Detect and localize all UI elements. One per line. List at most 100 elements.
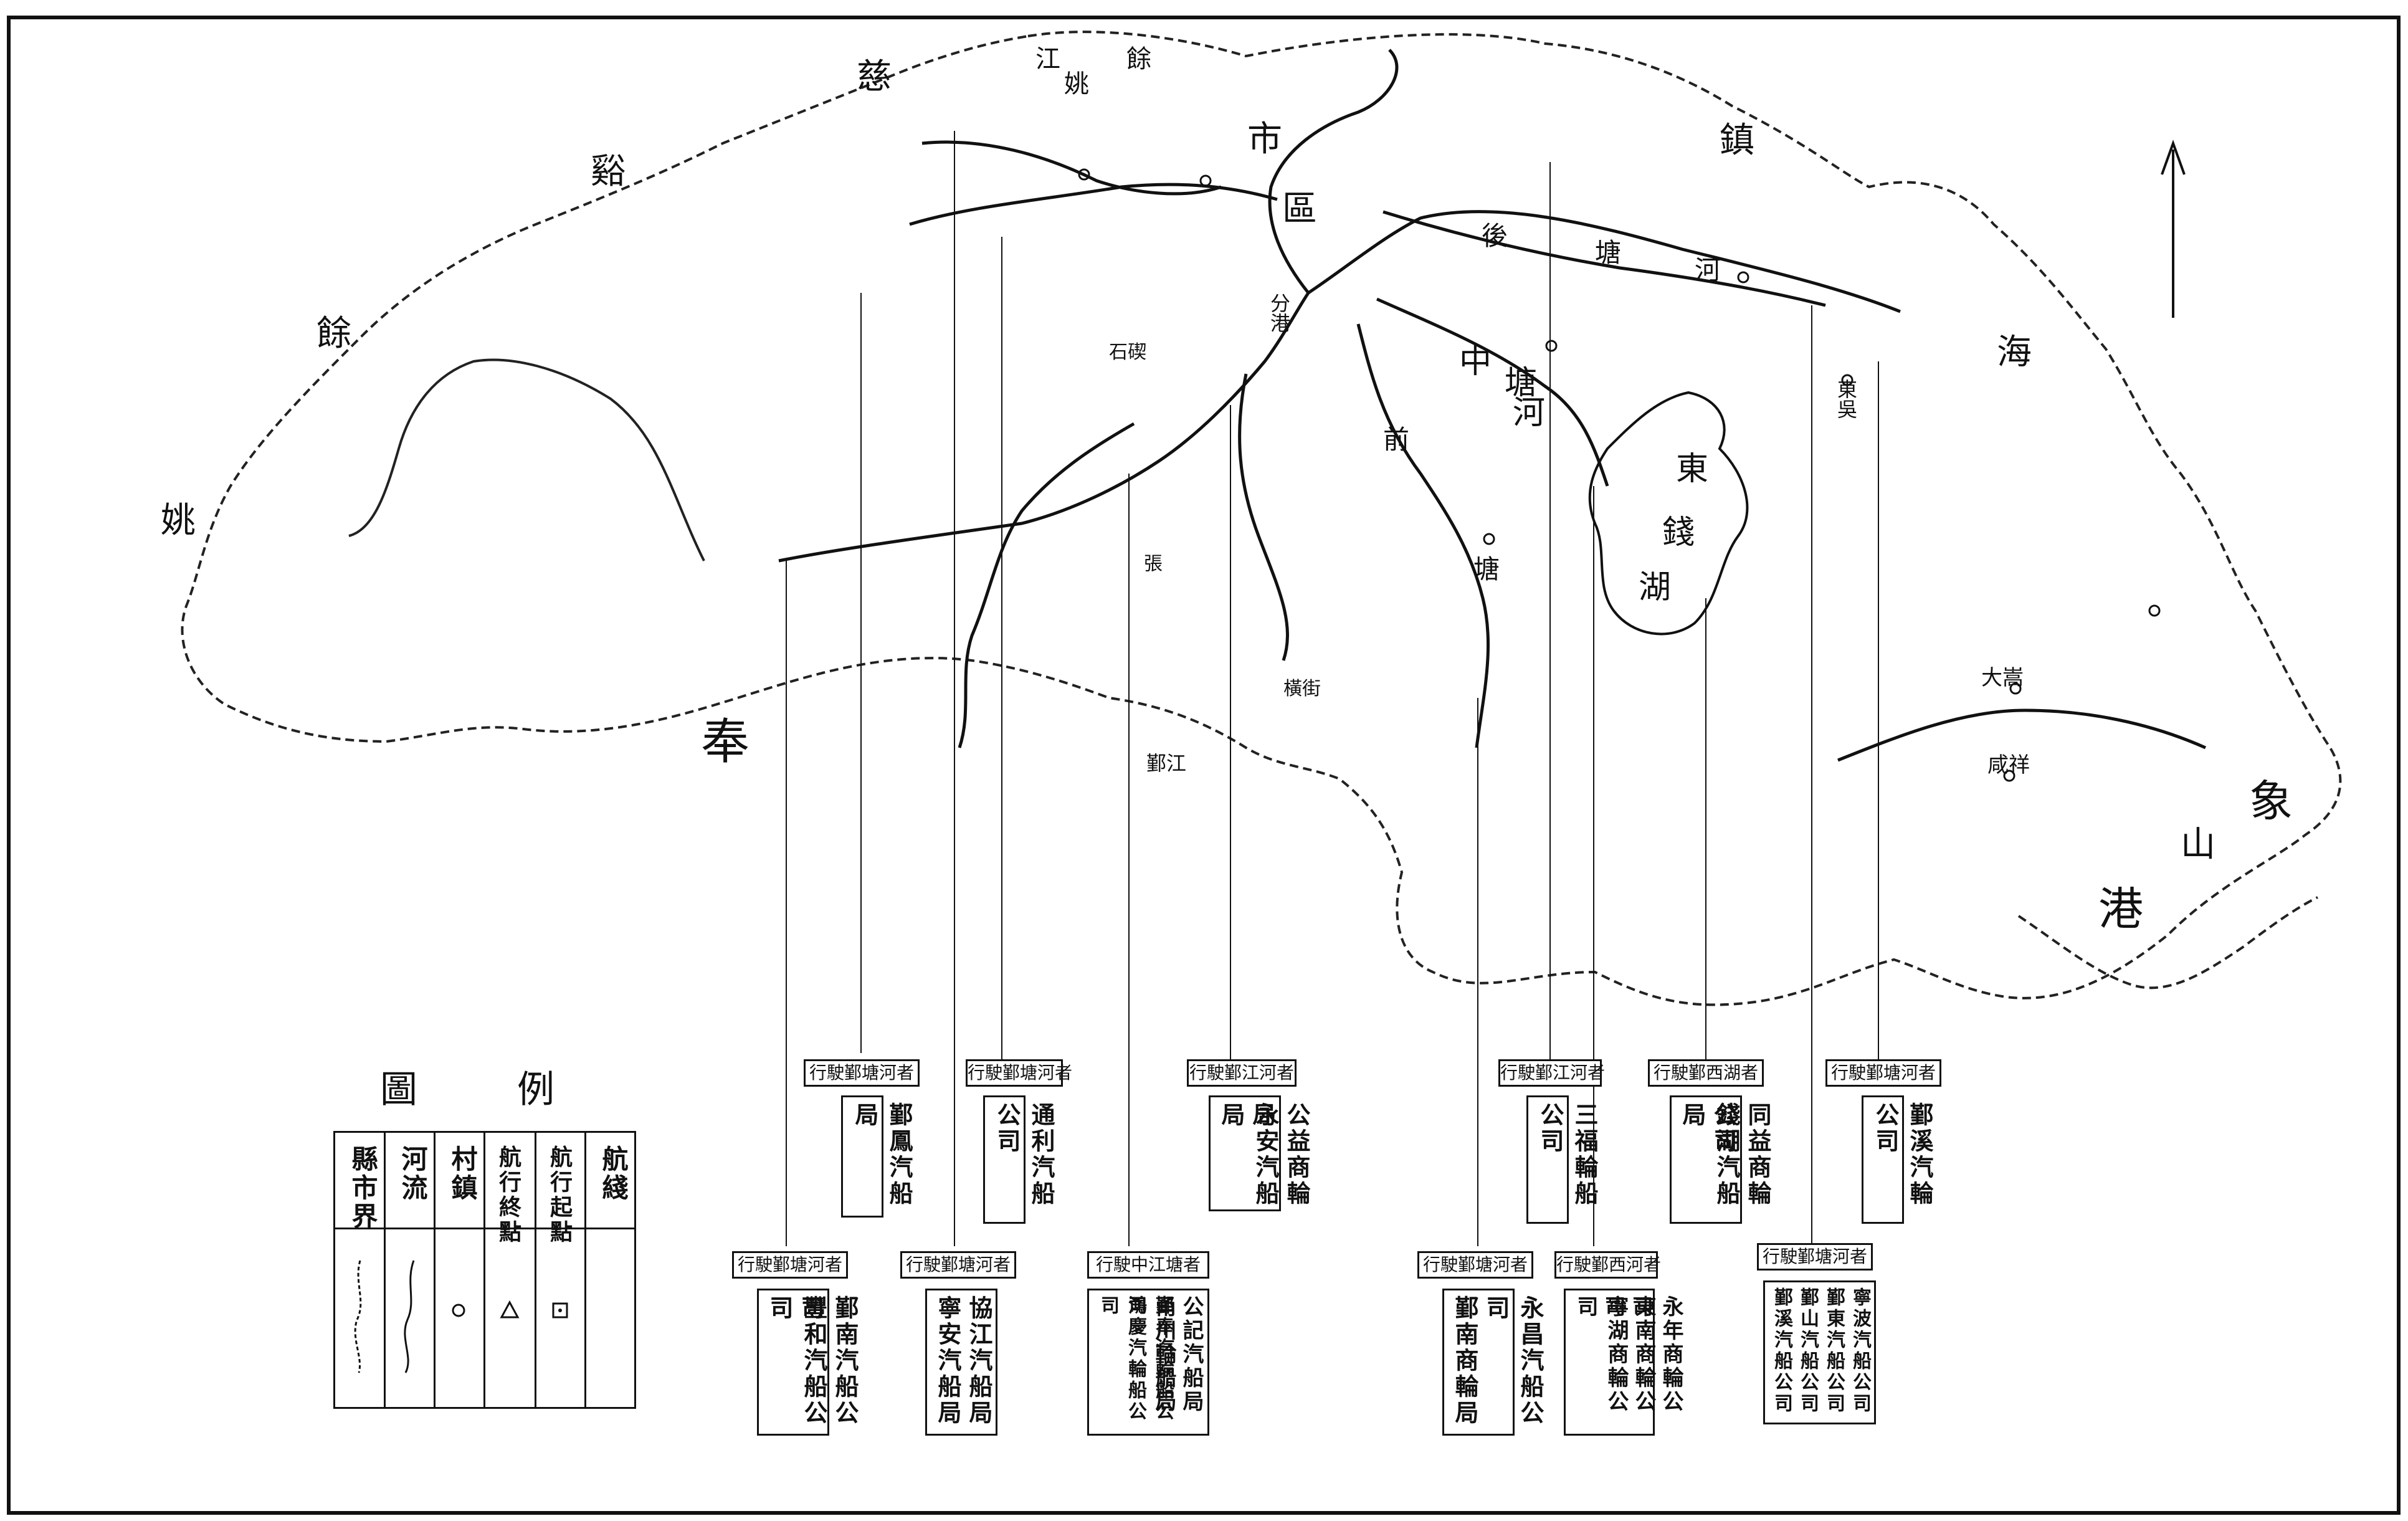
company-name: 永年商輪公司 [1628,1295,1683,1414]
county-boundary [181,31,2342,1006]
boundary-line-icon [354,1260,362,1373]
company-header: 行駛中江塘者 [1087,1251,1209,1279]
label-he: 河 [1695,255,1721,285]
company-name: 寧波汽船公司 [1849,1287,1871,1414]
label-yinjiang: 鄞江 [1146,751,1187,775]
label-qian-lake: 錢 [1662,514,1695,551]
company-header: 行駛鄞塘河者 [732,1251,848,1279]
north-arrow [2161,140,2186,318]
label-yu-top: 餘 [1126,45,1151,74]
company-box: 公益商輪局 永安汽船局 [1209,1095,1311,1211]
river-line-icon [404,1260,415,1373]
company-header: 行駛鄞江河者 [1187,1059,1297,1087]
west-basin-boundary [348,358,705,561]
company-name: 鴻慶汽輪船公司 [1097,1295,1146,1423]
legend-label: 航行終點 [495,1145,521,1245]
legend-label: 航行起點 [546,1145,573,1245]
nantang-river [1238,373,1289,661]
label-jiang: 江 [1035,45,1060,74]
river-network [778,49,2207,762]
ci-river [921,140,1222,196]
label-dasong: 大嵩 [1981,665,2024,690]
label-xianxiang: 咸祥 [1987,753,2030,778]
yuyao-river [778,292,1310,563]
company-name: 鄞東汽船公司 [1823,1287,1845,1414]
map-frame [7,16,2401,1515]
xiangshan-boundary [2017,896,2318,989]
label-zhangao: 張 [1140,553,1162,572]
company-header: 行駛鄞塘河者 [1757,1243,1873,1271]
legend-title-right: 例 [517,1068,558,1112]
label-shi: 市 [1247,119,1282,160]
company-name: 同益商輪公司 [1710,1102,1772,1207]
label-xi: 谿 [591,151,626,192]
company-name: 甬川輪船局 [1151,1295,1176,1414]
company-header: 行駛鄞塘河者 [804,1059,920,1087]
route-lines [786,131,1879,1246]
company-name: 鄞奉汽輪船公司 [1125,1295,1174,1423]
zhongtang-river [1376,297,1609,487]
company-name: 永安汽船局 [1217,1102,1280,1207]
label-hai: 海 [1997,332,2032,373]
qiantang-river [1356,323,1490,748]
company-name: 鄞南汽船公司 [797,1295,859,1426]
company-name: 錢湖汽船局 [1678,1102,1741,1207]
company-header: 行駛鄞西湖者 [1648,1059,1764,1087]
company-name: 通利汽船公司 [993,1102,1055,1207]
north-river [1268,49,1399,294]
legend-label: 村鎮 [447,1145,478,1203]
legend-title-left: 圖 [380,1068,421,1112]
label-zhong: 中 [1459,343,1492,381]
company-box: 協江汽船局 寧安汽船局 [925,1289,997,1436]
square-dot-icon [552,1302,568,1318]
label-qu: 區 [1282,189,1317,229]
legend-col-route: 航綫 [584,1133,634,1407]
label-shan: 山 [2181,824,2215,865]
label-zhong-he: 河 [1513,394,1546,432]
company-box: 鄞鳳汽船局 [841,1095,913,1218]
legend-label: 航綫 [598,1145,629,1203]
company-box: 通利汽船公司 [983,1095,1055,1224]
label-dong-lake: 東 [1676,451,1709,488]
label-feng: 奉 [701,714,750,770]
label-hou: 後 [1482,221,1508,251]
label-yao-top: 姚 [1064,70,1089,98]
company-name: 鄞溪汽船公司 [1771,1287,1792,1414]
village-markers [1078,168,2161,782]
circle-icon [452,1304,465,1317]
label-tang: 塘 [1595,237,1622,268]
company-box: 永昌汽船公司 鄞南商輪局 [1442,1289,1544,1436]
label-zhen: 鎮 [1720,120,1754,161]
company-name: 公益商輪局 [1249,1102,1311,1207]
company-header: 行駛鄞塘河者 [1417,1251,1533,1279]
company-name: 鄞山汽船公司 [1797,1287,1819,1414]
company-name: 寧湖商輪公司 [1573,1295,1629,1414]
yinjiang-river [958,422,1135,748]
label-ci: 慈 [857,57,892,97]
company-box: 公記汽船局 甬川輪船局 鄞奉汽輪船公司 鴻慶汽輪船公司 [1087,1289,1209,1436]
label-gang: 港 [2098,883,2144,935]
company-name: 東南商輪公司 [1601,1295,1656,1414]
company-name: 鄞溪汽輪公司 [1872,1102,1934,1207]
legend-col-endpoint: 航行終點 [483,1133,536,1407]
company-name: 寧安汽船局 [934,1295,962,1426]
label-zhong-tang: 塘 [1505,365,1538,402]
company-header: 行駛鄞塘河者 [900,1251,1016,1279]
legend-col-boundary: 縣市界 [335,1133,386,1407]
label-dongwu: 東吳 [1834,379,1858,419]
company-name: 鄞南商輪局 [1451,1295,1479,1426]
triangle-icon [500,1300,520,1318]
label-xiang: 象 [2249,776,2293,827]
company-name: 鄞鳳汽船局 [851,1102,913,1207]
label-qian: 前 [1383,424,1410,455]
label-hengjie: 橫街 [1283,678,1321,700]
east-coast-river [1837,708,2207,762]
company-box: 同益商輪公司 錢湖汽船局 [1670,1095,1772,1224]
company-name: 永昌汽船公司 [1482,1295,1544,1426]
label-hu: 湖 [1639,569,1672,606]
legend-col-river: 河流 [384,1133,435,1407]
company-box: 鄞溪汽輪公司 [1862,1095,1934,1224]
company-header: 行駛鄞江河者 [1498,1059,1605,1087]
legend-col-start: 航行起點 [535,1133,586,1407]
